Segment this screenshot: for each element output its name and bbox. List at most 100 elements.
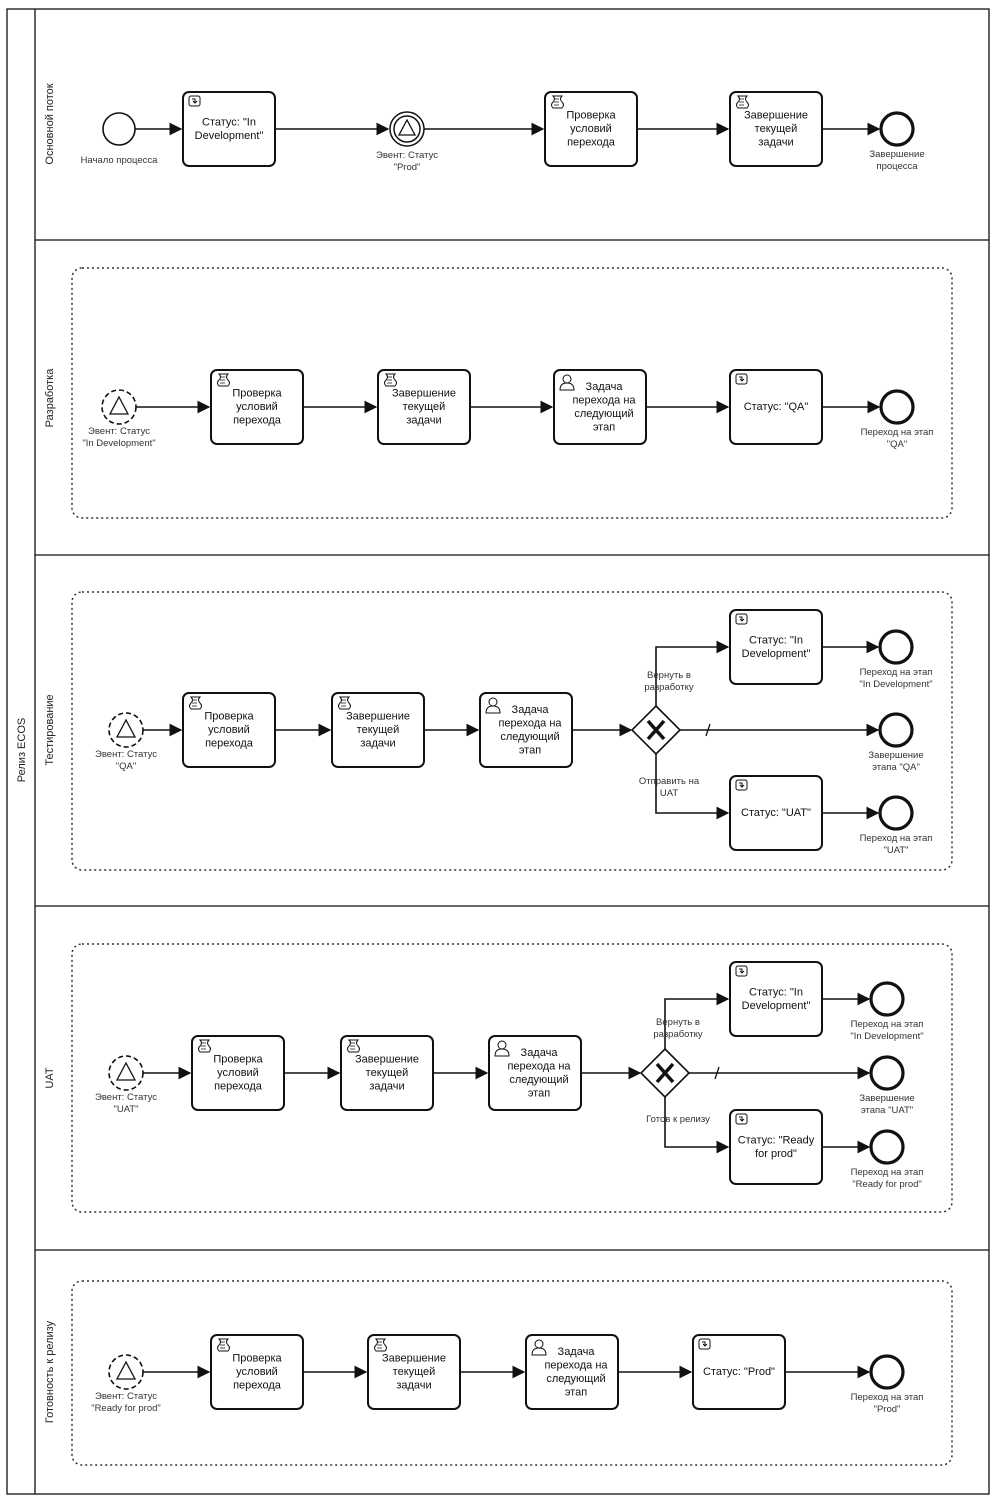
main-start-event[interactable]: Начало процесса xyxy=(81,112,159,166)
flow-qa-down[interactable] xyxy=(655,754,730,820)
qa-end-uat[interactable]: Переход на этап"UAT" xyxy=(860,795,933,856)
signal-icon xyxy=(108,395,130,415)
script-icon xyxy=(189,696,202,710)
main-task-check-conditions-label-line: условий xyxy=(570,123,612,135)
uat-task-finish-current-label-line: Завершение xyxy=(355,1053,419,1065)
uat-task-status-ready-for-prod-shape xyxy=(729,1109,823,1185)
uat-flow-label-ready-line: Готов к релизу xyxy=(646,1114,710,1125)
uat-end-ready-for-prod-label-line: "Ready for prod" xyxy=(852,1179,922,1190)
qa-start-event[interactable]: Эвент: Статус"QA" xyxy=(95,712,157,772)
qa-task-finish-current-label-line: задачи xyxy=(360,737,395,749)
main-task-status-in-development-label-line: Development" xyxy=(195,130,264,142)
lane-title-dev[interactable]: Разработка xyxy=(44,368,56,428)
uat-task-finish-current-label-line: задачи xyxy=(369,1080,404,1092)
uat-gateway[interactable] xyxy=(639,1047,691,1099)
qa-end-uat-label-line: Переход на этап xyxy=(860,833,933,844)
ready-end-event[interactable]: Переход на этап"Prod" xyxy=(851,1354,924,1415)
uat-start-event[interactable]: Эвент: Статус"UAT" xyxy=(95,1055,157,1115)
flow-uat-default-default-marker xyxy=(714,1066,720,1080)
qa-task-check-conditions-label-line: перехода xyxy=(205,737,254,749)
subprocess-ready[interactable] xyxy=(71,1280,953,1466)
qa-end-stage-qa-label-line: Завершение xyxy=(868,750,923,761)
lane-title-uat[interactable]: UAT xyxy=(44,1067,56,1088)
ready-task-next-stage-shape xyxy=(525,1334,619,1410)
main-event-status-prod[interactable]: Эвент: Статус"Prod" xyxy=(376,111,438,173)
uat-end-ready-for-prod[interactable]: Переход на этап"Ready for prod" xyxy=(851,1129,924,1190)
dev-task-finish-current-shape xyxy=(377,369,471,445)
qa-end-in-development-label-line: "In Development" xyxy=(859,679,932,690)
lane-title-main[interactable]: Основной поток xyxy=(44,83,56,164)
ready-task-finish-current-label-line: задачи xyxy=(396,1379,431,1391)
flow-uat-up[interactable] xyxy=(664,992,730,1049)
ready-task-status-prod[interactable]: Статус: "Prod" xyxy=(692,1334,786,1410)
uat-end-in-development[interactable]: Переход на этап"In Development" xyxy=(850,981,924,1042)
qa-task-finish-current-label-line: текущей xyxy=(357,724,400,736)
main-end-event-shape xyxy=(879,111,915,147)
main-event-status-prod-label-line: "Prod" xyxy=(394,162,421,173)
lane-title-ready[interactable]: Готовность к релизу xyxy=(44,1320,56,1423)
main-end-event-label-line: процесса xyxy=(876,161,918,172)
subprocess-uat[interactable] xyxy=(71,943,953,1213)
qa-flow-label-send-uat-line: UAT xyxy=(660,788,678,799)
dev-start-event[interactable]: Эвент: Статус"In Development" xyxy=(82,389,156,449)
uat-task-status-in-development-shape xyxy=(729,961,823,1037)
qa-start-event-shape xyxy=(108,712,144,748)
dev-end-event[interactable]: Переход на этап"QA" xyxy=(861,389,934,450)
dev-task-next-stage-label-line: перехода на xyxy=(572,394,636,406)
qa-task-check-conditions-shape xyxy=(182,692,276,768)
uat-end-in-development-label-line: "In Development" xyxy=(850,1031,923,1042)
ready-start-event-label-line: "Ready for prod" xyxy=(91,1403,161,1414)
ready-start-event[interactable]: Эвент: Статус"Ready for prod" xyxy=(91,1354,161,1414)
uat-task-next-stage-label-line: следующий xyxy=(509,1074,568,1086)
qa-flow-label-return-line: разработку xyxy=(644,682,694,693)
subprocess-qa[interactable] xyxy=(71,591,953,871)
main-event-status-prod-label-line: Эвент: Статус xyxy=(376,150,438,161)
uat-end-stage-uat-label-line: Завершение xyxy=(859,1093,914,1104)
qa-end-in-development[interactable]: Переход на этап"In Development" xyxy=(859,629,933,690)
dev-task-status-qa[interactable]: Статус: "QA" xyxy=(729,369,823,445)
user-icon xyxy=(559,374,575,391)
uat-start-event-shape xyxy=(108,1055,144,1091)
qa-gateway[interactable] xyxy=(630,704,682,756)
subprocess-dev[interactable] xyxy=(71,267,953,519)
qa-task-next-stage-label-line: перехода на xyxy=(498,717,562,729)
qa-task-next-stage-shape xyxy=(479,692,573,768)
flow-qa-up[interactable] xyxy=(655,640,730,706)
pool-title: Релиз ECOS xyxy=(16,718,28,782)
qa-task-status-uat[interactable]: Статус: "UAT" xyxy=(729,775,823,851)
flow-uat-down[interactable] xyxy=(664,1097,730,1154)
uat-task-check-conditions-shape xyxy=(191,1035,285,1111)
user-icon xyxy=(485,697,501,714)
uat-start-event-label-line: "UAT" xyxy=(113,1104,138,1115)
script-icon xyxy=(198,1039,211,1053)
lane-title-qa[interactable]: Тестирование xyxy=(44,694,56,765)
